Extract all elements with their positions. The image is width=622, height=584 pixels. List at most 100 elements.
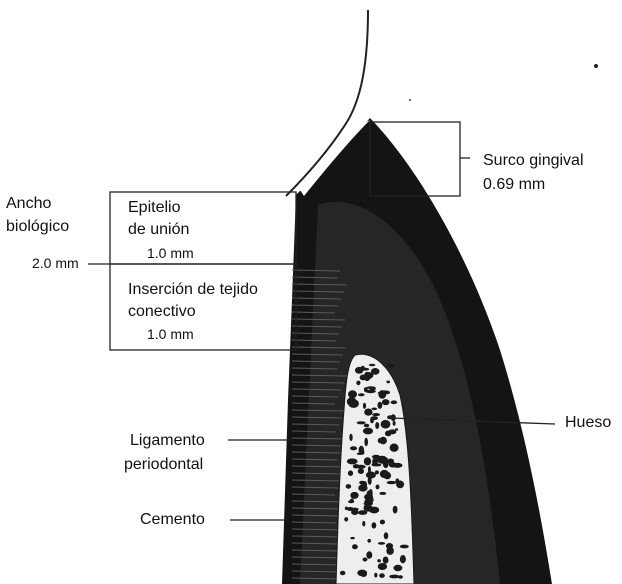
bone-trabecula [380,437,387,445]
bone-trabecula [400,555,406,563]
ancho-value: 2.0 mm [32,254,79,273]
bone-trabecula [360,375,367,381]
bone-trabecula [374,573,377,578]
bone-trabecula [364,424,370,427]
hueso-label: Hueso [565,413,611,432]
bone-trabecula [364,409,372,416]
bone-trabecula [347,458,358,464]
bone-trabecula [350,446,357,450]
bone-trabecula [364,438,368,446]
bone-trabecula [385,431,392,437]
bone-trabecula [378,563,387,570]
bone-trabecula [386,381,390,384]
bone-trabecula [358,484,367,491]
bone-trabecula [369,364,376,366]
bone-trabecula [359,446,364,454]
bone-trabecula [375,422,379,429]
epitelio-value: 1.0 mm [147,244,194,263]
bone-trabecula [379,492,386,495]
bone-trabecula [358,468,364,474]
bone-trabecula [391,400,398,404]
insercion-label-line2: conectivo [128,302,196,321]
cemento-label: Cemento [140,510,205,529]
bone-trabecula [372,408,378,411]
ancho-label-line2: biológico [6,217,69,236]
bone-trabecula [349,434,352,441]
bone-trabecula [372,522,377,528]
bone-trabecula [356,465,365,469]
bone-trabecula [398,575,403,579]
bone-trabecula [363,428,373,435]
bone-trabecula [400,545,409,549]
bone-trabecula [366,386,375,389]
bone-trabecula [363,502,373,505]
bone-trabecula [352,544,358,549]
bone-trabecula [363,558,368,562]
bone-trabecula [364,457,371,465]
bone-trabecula [345,507,348,511]
bone-trabecula [393,421,396,426]
bone-trabecula [357,421,366,424]
bone-trabecula [344,517,348,521]
bone-trabecula [378,542,385,545]
speck [409,99,411,101]
bone-trabecula [389,462,396,465]
bone-trabecula [380,520,385,525]
bone-trabecula [387,481,397,484]
ligamento-label-line1: Ligamento [130,431,205,450]
bone-trabecula [379,573,385,578]
bone-trabecula [348,470,353,476]
bone-trabecula [350,492,358,499]
bone-trabecula [375,458,378,465]
bone-trabecula [350,508,358,511]
bone-trabecula [346,484,352,489]
insercion-label-line1: Inserción de tejido [128,280,258,299]
bone-trabecula [379,457,388,460]
bone-trabecula [366,472,376,479]
surco-label-line1: Surco gingival [483,151,584,170]
bone-trabecula [370,418,374,424]
insercion-value: 1.0 mm [147,325,194,344]
bone-trabecula [378,402,383,409]
bone-trabecula [357,570,367,577]
epitelio-label-line1: Epitelio [128,198,180,217]
bone-trabecula [347,397,357,406]
ligamento-label-line2: periodontal [124,455,203,474]
speck [594,64,598,68]
bone-trabecula [348,390,357,398]
bone-trabecula [384,532,389,539]
bone-trabecula [372,413,380,416]
bone-trabecula [378,390,386,399]
bone-trabecula [381,420,391,429]
bone-trabecula [359,481,365,485]
bone-trabecula [362,521,365,527]
bone-trabecula [367,539,371,543]
bone-trabecula [389,575,399,579]
bone-trabecula [383,557,389,564]
bone-trabecula [393,565,402,571]
surco-value: 0.69 mm [483,175,545,194]
bone-trabecula [384,472,392,479]
ancho-label-line1: Ancho [6,194,51,213]
bone-trabecula [387,364,395,368]
bone-trabecula [376,485,380,490]
bone-trabecula [356,381,360,386]
bone-trabecula [393,506,398,514]
bone-trabecula [350,537,354,539]
epitelio-label-line2: de unión [128,220,189,239]
bone-trabecula [350,499,354,503]
bone-trabecula [371,368,380,375]
bone-trabecula [395,478,399,483]
bone-trabecula [358,393,365,396]
bone-trabecula [366,551,372,558]
bone-trabecula [358,510,367,515]
bone-trabecula [363,403,366,409]
bone-trabecula [377,559,381,562]
bone-trabecula [395,428,398,431]
bone-trabecula [361,366,365,370]
bone-trabecula [340,571,346,575]
bone-trabecula [386,547,394,555]
bone-trabecula [382,399,390,405]
